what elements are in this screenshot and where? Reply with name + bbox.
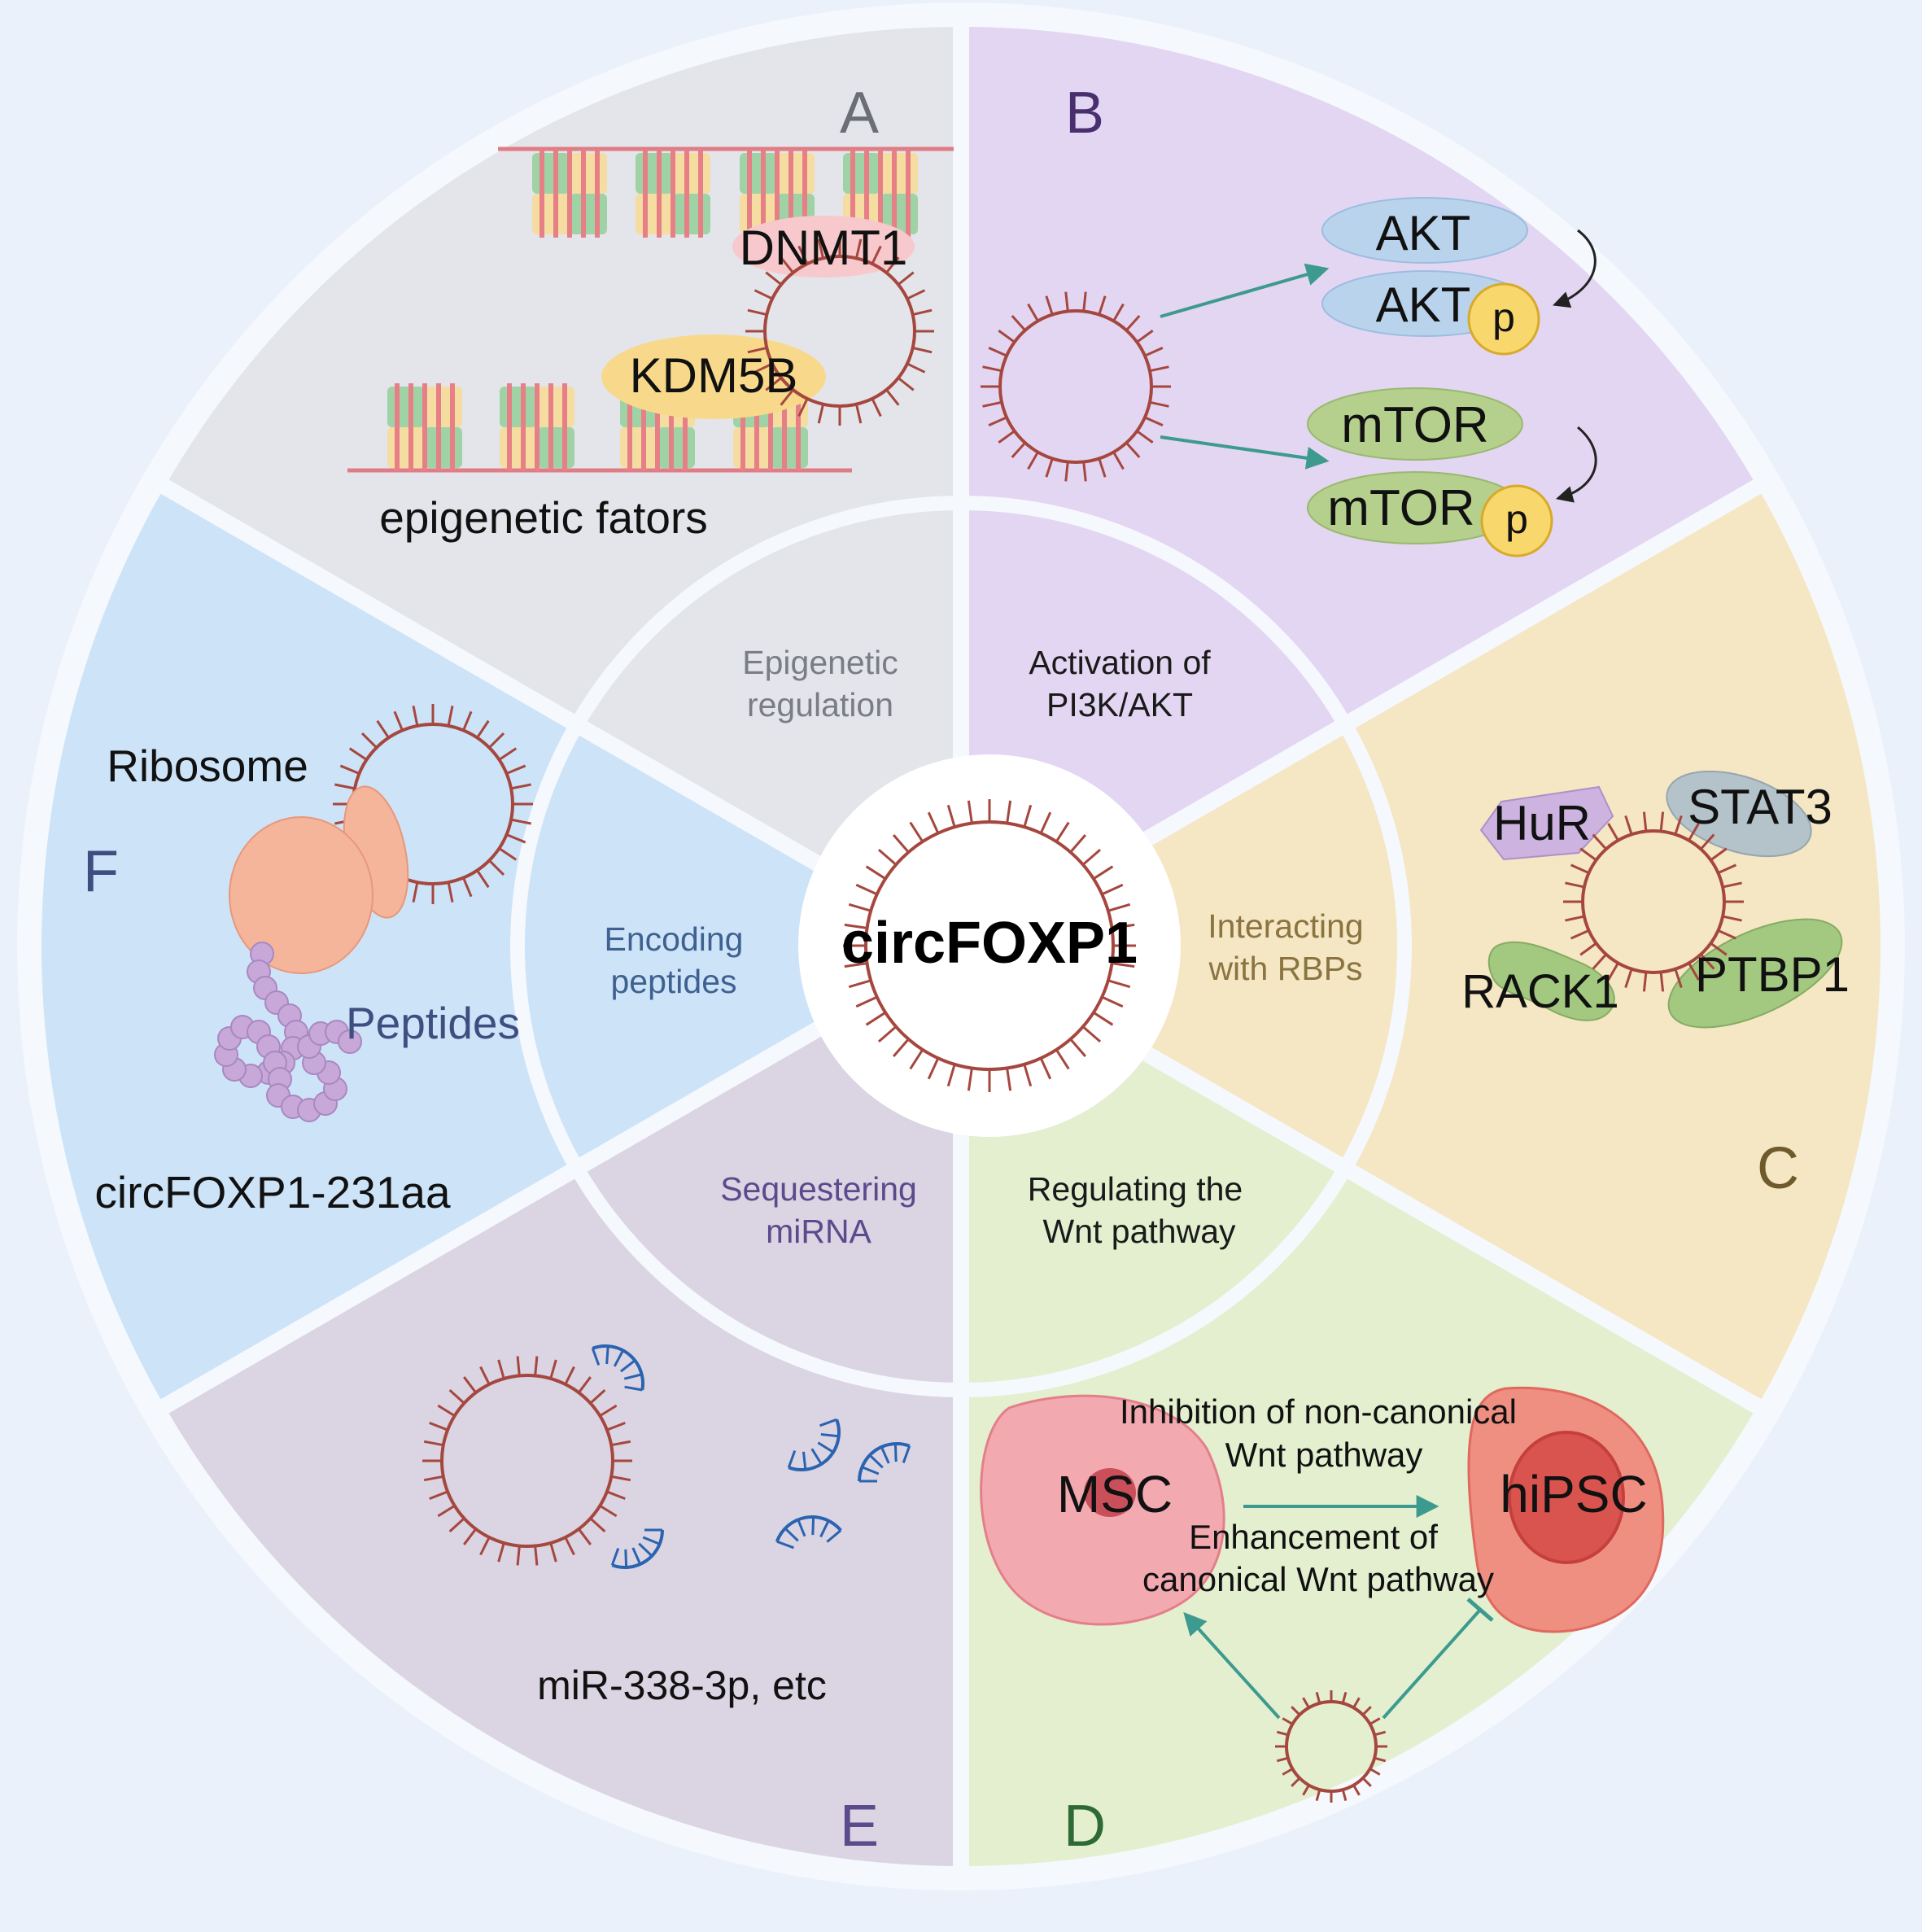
mirna-icon xyxy=(787,1418,841,1472)
letter-a: A xyxy=(840,81,879,146)
inner-label-c-line2: with RBPs xyxy=(1208,950,1362,987)
section-c-circrna-icon xyxy=(1563,811,1744,992)
inner-label-a-line2: regulation xyxy=(747,686,893,723)
letter-d: D xyxy=(1064,1794,1106,1859)
section-b-content: AKT AKT mTOR mTOR p p xyxy=(981,197,1597,557)
inner-label-e-line1: Sequestering xyxy=(720,1170,917,1208)
letter-b: B xyxy=(1065,81,1104,146)
inner-label-f-line1: Encoding xyxy=(605,920,744,958)
wnt-note-line3: Enhancement of xyxy=(1189,1518,1438,1556)
msc-nucleus xyxy=(1084,1468,1136,1517)
msc-label: MSC xyxy=(1057,1465,1173,1523)
center-label: circFOXP1 xyxy=(841,911,1138,976)
stat3-label: STAT3 xyxy=(1688,780,1832,834)
section-d-circrna-icon xyxy=(1275,1690,1387,1803)
inhibition-bar xyxy=(1466,1598,1494,1622)
mirna-icon xyxy=(775,1515,842,1550)
hipsc-nucleus xyxy=(1508,1431,1625,1564)
section-d-content: MSC hiPSC Inhibition of non-canonical Wn… xyxy=(980,1386,1665,1803)
section-a-content: DNMT1 KDM5B epigenetic fators xyxy=(347,146,954,543)
mirna-icon xyxy=(591,1344,644,1392)
akt-label: AKT xyxy=(1376,206,1471,260)
letter-e: E xyxy=(840,1794,879,1859)
peptides-label: Peptides xyxy=(346,998,520,1048)
hur-protein xyxy=(1479,785,1614,861)
inner-label-e-line2: miRNA xyxy=(766,1213,871,1250)
letter-f: F xyxy=(83,839,119,904)
inner-label-b-line2: PI3K/AKT xyxy=(1046,686,1193,723)
section-letters: A B C D E F xyxy=(83,81,1799,1859)
ribosome-label: Ribosome xyxy=(107,741,308,791)
mtor-protein xyxy=(1307,387,1523,461)
section-f-content: Ribosome Peptides circFOXP1-231aa xyxy=(94,704,533,1217)
ribosome-large-subunit xyxy=(229,816,373,974)
nucleosome-icon xyxy=(387,383,462,471)
nucleosome-icons xyxy=(387,150,918,471)
akt-phospho-badge xyxy=(1467,282,1540,356)
kdm5b-label: KDM5B xyxy=(630,348,798,403)
section-a-caption: epigenetic fators xyxy=(379,492,708,543)
ptbp1-protein xyxy=(1667,918,1843,1029)
section-f-caption: circFOXP1-231aa xyxy=(94,1167,451,1217)
mtor-phospho-label: mTOR xyxy=(1327,480,1474,536)
akt-phospho-label: AKT xyxy=(1376,278,1471,332)
center-hub xyxy=(798,754,1181,1137)
section-e-circrna-icon xyxy=(422,1356,632,1566)
mirna-icons xyxy=(591,1344,911,1569)
mirna-icon xyxy=(858,1442,911,1483)
inner-label-f-line2: peptides xyxy=(610,963,736,1000)
inner-label-c-line1: Interacting xyxy=(1208,907,1363,945)
center-circrna-icon xyxy=(843,799,1136,1092)
sector-d xyxy=(961,946,1758,1866)
akt-phosphorylation-arrow xyxy=(1553,229,1597,308)
inner-label-b-line1: Activation of xyxy=(1029,644,1211,681)
nucleosome-icon xyxy=(636,150,710,238)
nucleosome-icon xyxy=(740,150,815,238)
sector-c xyxy=(961,487,1881,1406)
mtor-phospho-badge xyxy=(1480,484,1553,557)
wnt-note-line4: canonical Wnt pathway xyxy=(1142,1560,1494,1598)
inner-label-d-line2: Wnt pathway xyxy=(1043,1213,1236,1250)
section-a-circrna-icon xyxy=(745,237,934,426)
inhibition-line xyxy=(1382,1608,1482,1720)
rack1-label: RACK1 xyxy=(1461,965,1618,1018)
rack1-protein xyxy=(1487,941,1615,1021)
sector-e xyxy=(164,946,961,1866)
akt-phospho-p: p xyxy=(1492,295,1515,340)
activation-arrow xyxy=(1183,1611,1281,1720)
inner-labels: Epigenetic regulation Activation of PI3K… xyxy=(605,644,1364,1250)
sector-f xyxy=(41,487,961,1406)
nucleosome-icon xyxy=(500,383,574,471)
hur-label: HuR xyxy=(1493,796,1591,850)
peptide-chain-icon xyxy=(214,942,362,1122)
section-b-circrna-icon xyxy=(981,291,1171,482)
nucleosome-icon xyxy=(532,150,607,238)
mtor-label: mTOR xyxy=(1341,397,1488,453)
inner-label-d-line1: Regulating the xyxy=(1028,1170,1243,1208)
mirna-icon xyxy=(610,1528,664,1569)
mtor-phospho-p: p xyxy=(1505,496,1528,542)
mtor-phosphorylation-arrow xyxy=(1555,426,1597,503)
wnt-note-line1: Inhibition of non-canonical xyxy=(1120,1392,1517,1431)
section-e-content: miR-338-3p, etc xyxy=(422,1344,911,1708)
akt-protein xyxy=(1321,197,1528,264)
section-e-caption: miR-338-3p, etc xyxy=(537,1663,827,1708)
stat3-protein xyxy=(1666,770,1812,858)
letter-c: C xyxy=(1757,1136,1799,1201)
section-c-content: HuR STAT3 RACK1 PTBP1 xyxy=(1461,770,1850,1029)
ptbp1-label: PTBP1 xyxy=(1695,947,1850,1002)
wnt-note-line2: Wnt pathway xyxy=(1225,1436,1423,1474)
hipsc-label: hiPSC xyxy=(1500,1465,1647,1523)
inner-label-a-line1: Epigenetic xyxy=(742,644,898,681)
dnmt1-label: DNMT1 xyxy=(740,221,908,275)
